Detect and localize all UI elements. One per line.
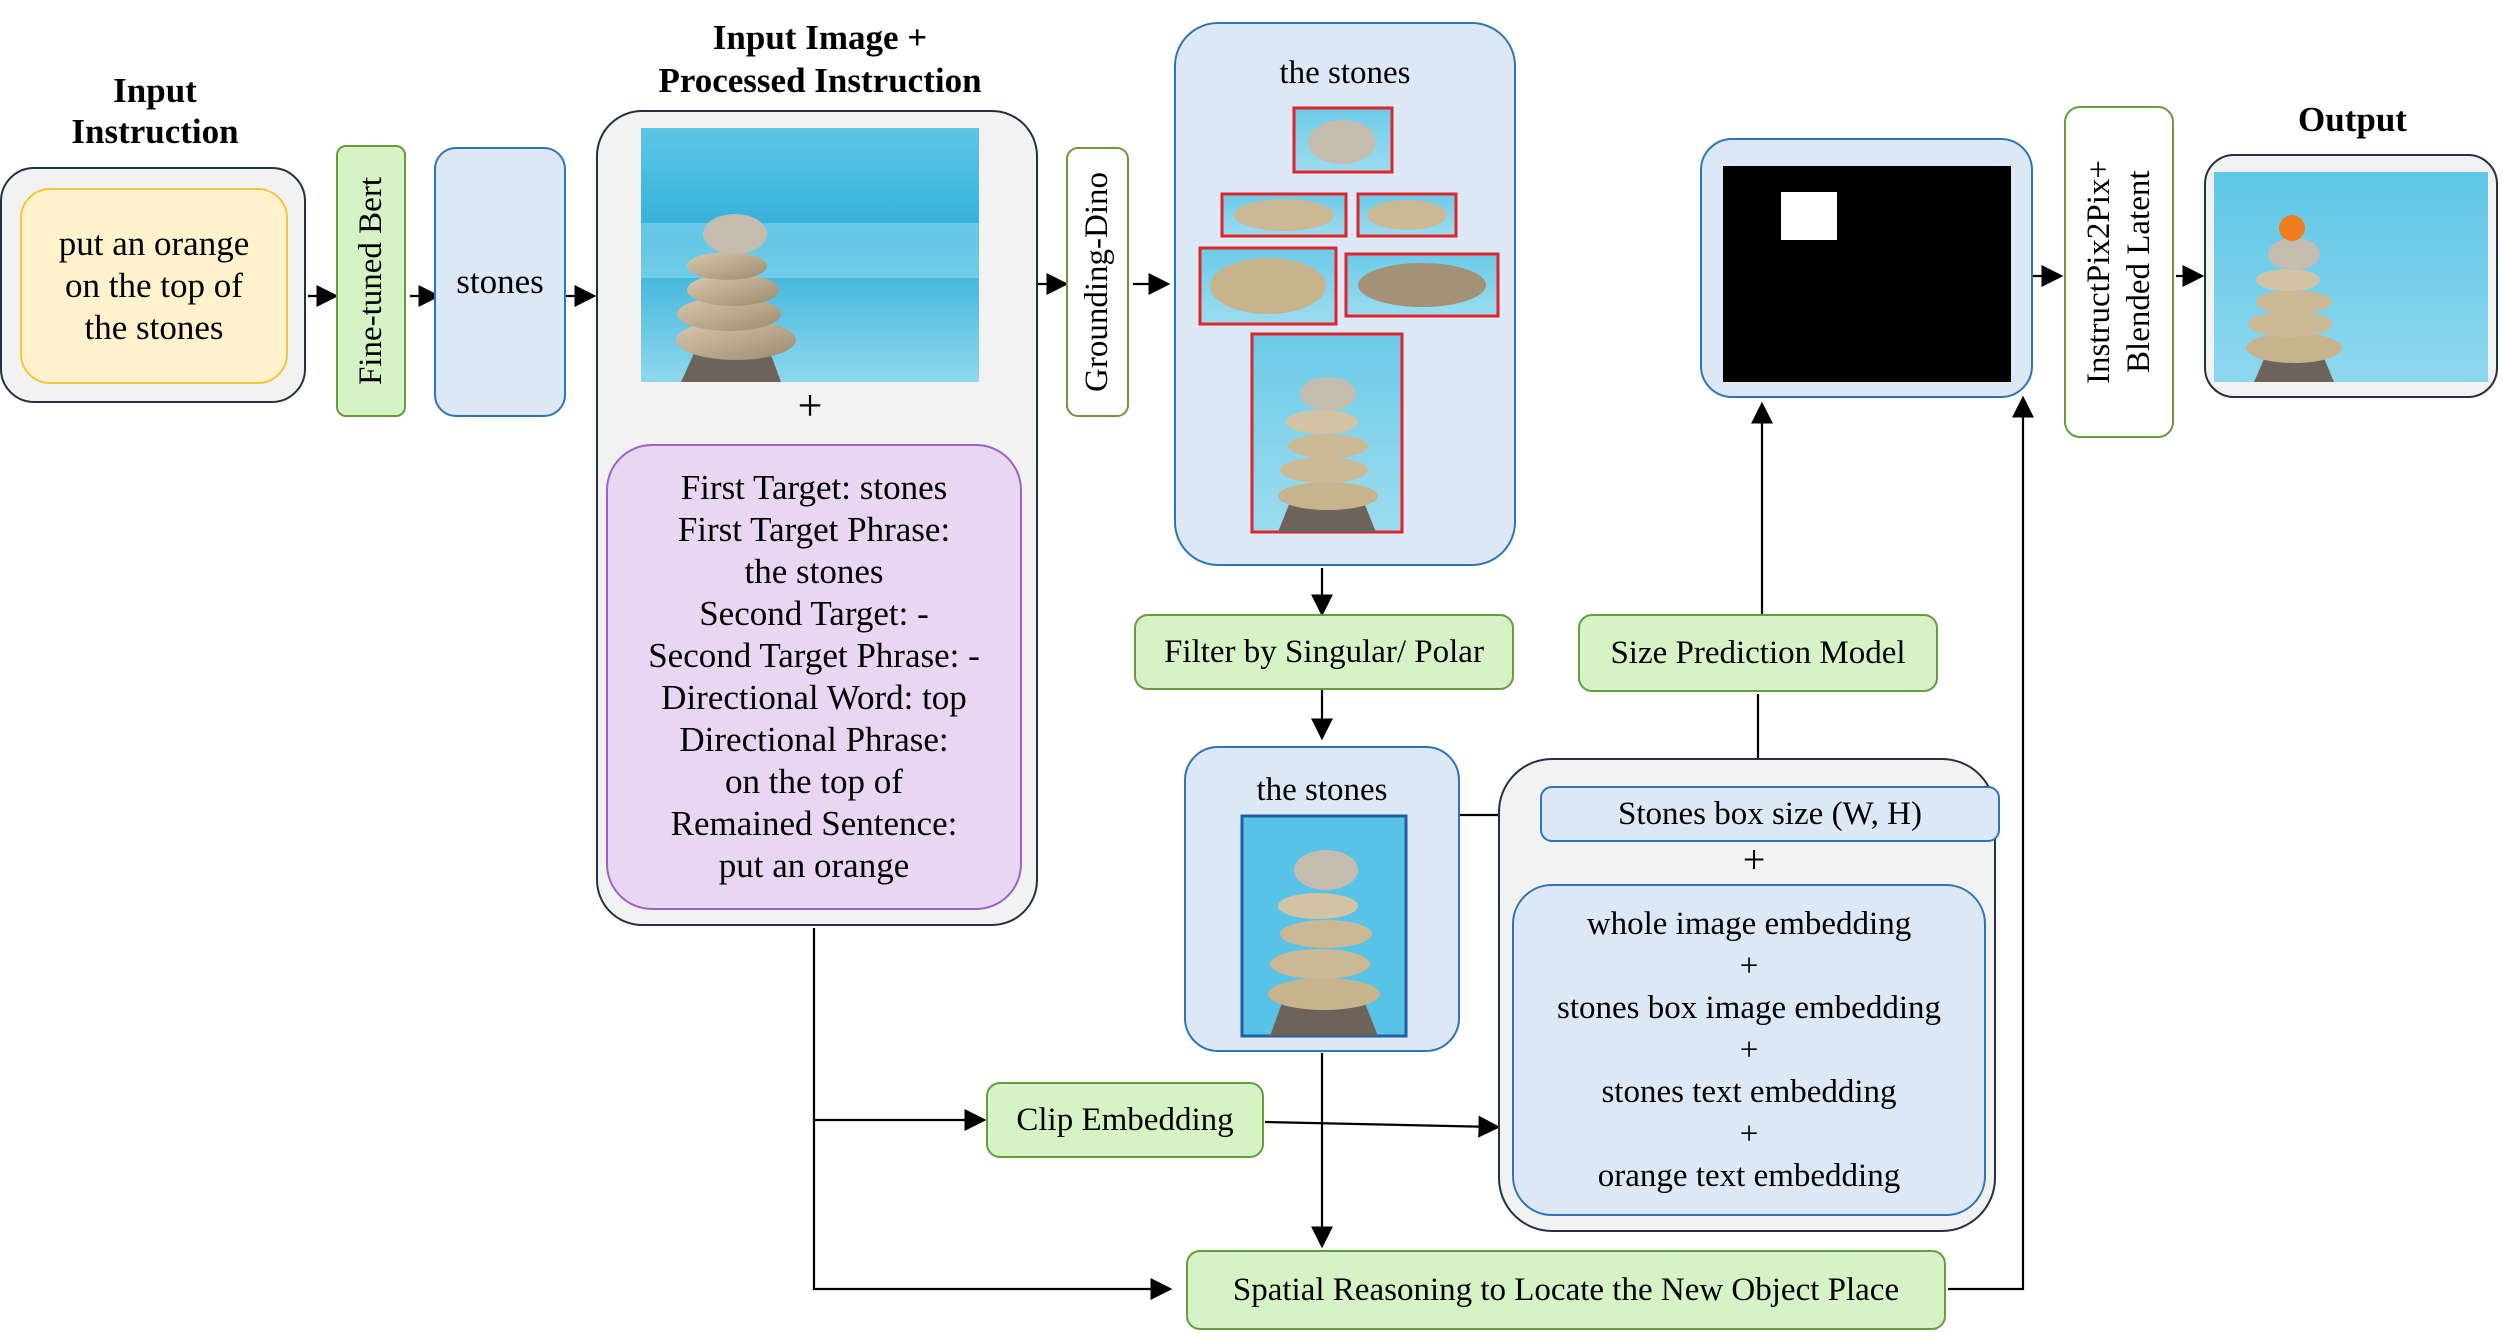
bert-model-box: Fine-tuned Bert (336, 145, 406, 417)
header-line: Processed Instruction (658, 61, 982, 100)
detection-crops (1198, 106, 1500, 534)
embedding-line: stones text embedding (1601, 1074, 1897, 1110)
placement-mask (1723, 166, 2011, 382)
blend-model-line: Blended Latent (2121, 170, 2157, 374)
embedding-line: stones box image embedding (1556, 990, 1941, 1026)
spatial-reasoning-label: Spatial Reasoning to Locate the New Obje… (1232, 1271, 1900, 1308)
crop-fourth-stone (1198, 246, 1338, 326)
processed-instruction-box: First Target: stones First Target Phrase… (606, 444, 1022, 910)
header-line: Input (113, 71, 197, 110)
crop-fifth-stone (1344, 252, 1500, 318)
image-plus-symbol: + (797, 381, 823, 430)
box-size-label: Stones box size (W, H) (1618, 795, 1922, 832)
instruction-field: Directional Word: top (661, 678, 967, 717)
spatial-reasoning-box: Spatial Reasoning to Locate the New Obje… (1186, 1250, 1946, 1330)
embedding-line: + (1739, 948, 1759, 984)
instruction-field: First Target: stones (680, 468, 948, 507)
selected-object-title: the stones (1256, 772, 1388, 808)
clip-embedding-box: Clip Embedding (986, 1082, 1264, 1158)
filter-label: Filter by Singular/ Polar (1164, 633, 1484, 670)
instruction-field: the stones (744, 552, 884, 591)
instruction-field: Directional Phrase: (679, 720, 949, 759)
bert-model-label: Fine-tuned Bert (352, 176, 389, 386)
target-word-box: stones (434, 147, 566, 417)
instruction-field: Remained Sentence: (670, 804, 958, 843)
output-image (2214, 172, 2488, 382)
instruction-line: on the top of (65, 266, 243, 305)
header-line: Instruction (71, 112, 239, 151)
orange-object (2279, 215, 2305, 241)
instruction-line: put an orange (58, 224, 250, 263)
size-prediction-box: Size Prediction Model (1578, 614, 1938, 692)
embedding-line: + (1739, 1116, 1759, 1152)
instruction-field: First Target Phrase: (677, 510, 951, 549)
clip-embedding-label: Clip Embedding (1016, 1101, 1234, 1138)
features-plus-symbol: + (1742, 837, 1766, 882)
arrow-instruction-to-spatial (812, 1120, 1173, 1300)
crop-top-stone (1292, 106, 1394, 174)
input-image (641, 128, 979, 382)
selected-object-image (1240, 814, 1408, 1038)
box-size-box: Stones box size (W, H) (1540, 786, 2000, 842)
header-input-instruction: Input Instruction (0, 70, 310, 152)
embedding-line: + (1739, 1032, 1759, 1068)
embedding-line: whole image embedding (1586, 906, 1912, 942)
detections-title: the stones (1279, 55, 1411, 91)
blend-model-box: InstructPix2Pix+ Blended Latent (2064, 106, 2174, 438)
instruction-field: Second Target Phrase: - (648, 636, 980, 675)
grounding-dino-label: Grounding-Dino (1079, 172, 1115, 392)
blend-model-line: InstructPix2Pix+ (2081, 160, 2117, 384)
arrow-instruction-to-clip (812, 928, 987, 1131)
crop-second-stone (1220, 192, 1348, 238)
crop-full-stack (1250, 332, 1404, 534)
grounding-dino-box: Grounding-Dino (1066, 147, 1129, 417)
instruction-field: put an orange (718, 846, 910, 885)
mask-target-region (1781, 192, 1837, 240)
instruction-field: on the top of (725, 762, 903, 801)
header-line: Input Image + (712, 18, 928, 57)
embeddings-box: whole image embedding + stones box image… (1512, 884, 1986, 1216)
header-input-image: Input Image + Processed Instruction (600, 16, 1040, 102)
header-output: Output (2298, 100, 2407, 139)
instruction-text-box: put an orange on the top of the stones (20, 188, 288, 384)
arrow-spatial-to-blend (1948, 395, 2034, 1291)
crop-third-stone (1356, 192, 1458, 238)
arrow-clip-to-features (1264, 1115, 1501, 1138)
embedding-line: orange text embedding (1597, 1158, 1901, 1194)
target-word-label: stones (456, 262, 544, 301)
instruction-line: the stones (84, 308, 224, 347)
instruction-field: Second Target: - (699, 594, 929, 633)
filter-box: Filter by Singular/ Polar (1134, 614, 1514, 690)
blend-model-label: InstructPix2Pix+ Blended Latent (2079, 160, 2159, 384)
size-prediction-label: Size Prediction Model (1610, 634, 1906, 671)
